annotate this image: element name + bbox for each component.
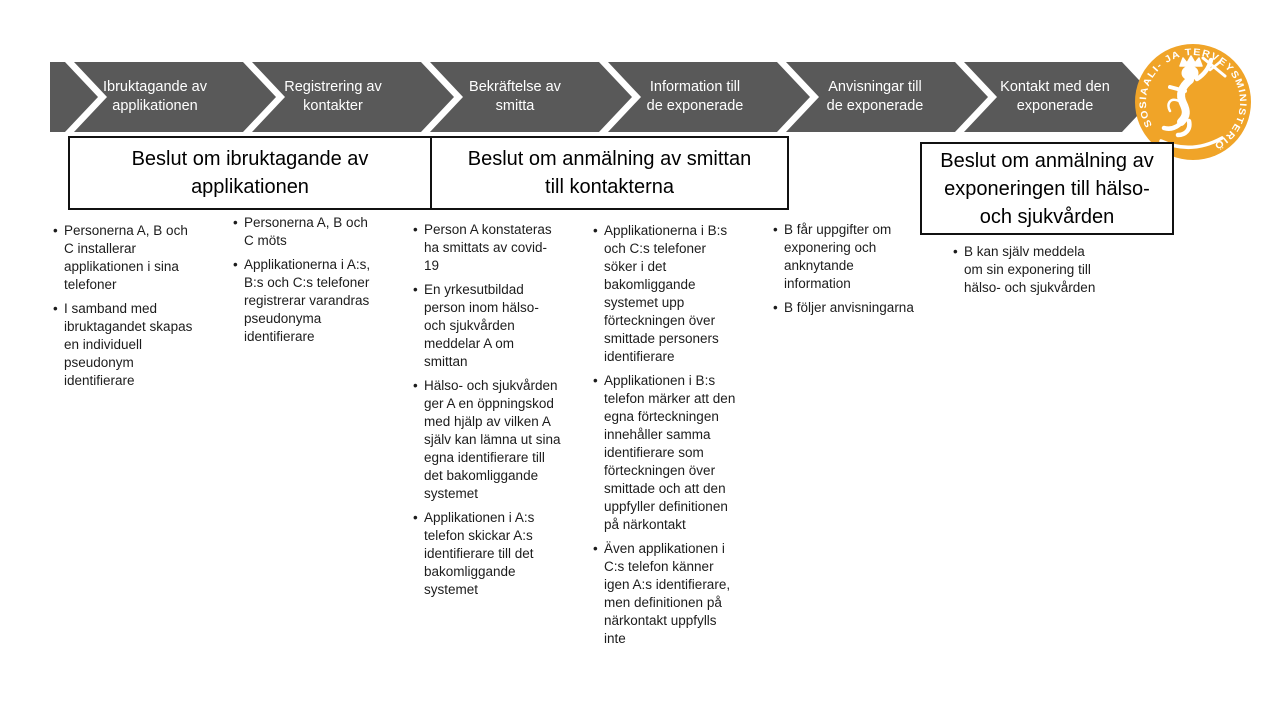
lion-arm xyxy=(1194,57,1214,82)
finnish-lion-emblem xyxy=(1159,55,1227,150)
column-6-list: B kan själv meddela om sin exponering ti… xyxy=(953,243,1101,297)
chevron-step-3-label: Bekräftelse av smitta xyxy=(469,79,561,114)
chevron-step-1-label: Ibruktagande av applikationen xyxy=(103,79,207,114)
lion-hindleg xyxy=(1161,118,1186,131)
lion-hindleg-2 xyxy=(1175,118,1192,138)
lion-crown xyxy=(1179,55,1203,67)
bullet-item: Applikationerna i A:s, B:s och C:s telef… xyxy=(233,256,381,346)
column-6: B kan själv meddela om sin exponering ti… xyxy=(953,243,1101,303)
column-1-list: Personerna A, B och C installerar applik… xyxy=(53,222,201,390)
bullet-item: B följer anvisningarna xyxy=(773,299,921,317)
chevron-step-2-label: Registrering av kontakter xyxy=(284,79,382,114)
column-5-list: B får uppgifter om exponering och anknyt… xyxy=(773,221,921,317)
bullet-item: Applikationen i A:s telefon skickar A:s … xyxy=(413,509,561,599)
bullet-item: Hälso- och sjukvården ger A en öppningsk… xyxy=(413,377,561,503)
decision-box-2: Beslut om anmälning av smittan till kont… xyxy=(430,136,789,210)
column-2-list: Personerna A, B och C möts Applikationer… xyxy=(233,214,381,346)
bullet-item: Personerna A, B och C installerar applik… xyxy=(53,222,201,294)
decision-box-3: Beslut om anmälning av exponeringen till… xyxy=(920,142,1174,235)
process-band: Ibruktagande av applikationen Registreri… xyxy=(50,62,1155,132)
chevron-step-4-label: Information till de exponerade xyxy=(646,79,744,114)
stm-logo: SOSIAALI- JA TERVEYSMINISTERIÖ xyxy=(1133,42,1253,162)
chevron-step-6-label: Kontakt med den exponerade xyxy=(1000,79,1110,114)
lion-tail xyxy=(1167,98,1181,113)
bullet-item: Applikationen i B:s telefon märker att d… xyxy=(593,372,741,534)
lion-body xyxy=(1177,76,1194,126)
bullet-item: En yrkesutbildad person inom hälso- och … xyxy=(413,281,561,371)
column-4-list: Applikationerna i B:s och C:s telefoner … xyxy=(593,222,741,648)
column-4: Applikationerna i B:s och C:s telefoner … xyxy=(593,222,741,654)
lion-head xyxy=(1181,65,1199,81)
column-2: Personerna A, B och C möts Applikationer… xyxy=(233,214,381,352)
bullet-item: Person A konstateras ha smittats av covi… xyxy=(413,221,561,275)
bullet-item: I samband med ibruktagandet skapas en in… xyxy=(53,300,201,390)
stm-logo-svg: SOSIAALI- JA TERVEYSMINISTERIÖ xyxy=(1135,44,1251,160)
lion-foreleg xyxy=(1168,85,1187,93)
bullet-item: B kan själv meddela om sin exponering ti… xyxy=(953,243,1101,297)
chevron-step-5-label: Anvisningar till de exponerade xyxy=(826,79,924,114)
decision-box-1: Beslut om ibruktagande av applikationen xyxy=(68,136,432,210)
column-3: Person A konstateras ha smittats av covi… xyxy=(413,221,561,605)
bullet-item: Applikationerna i B:s och C:s telefoner … xyxy=(593,222,741,366)
bullet-item: Personerna A, B och C möts xyxy=(233,214,381,250)
bullet-item: Även applikationen i C:s telefon känner … xyxy=(593,540,741,648)
column-5: B får uppgifter om exponering och anknyt… xyxy=(773,221,921,323)
bullet-item: B får uppgifter om exponering och anknyt… xyxy=(773,221,921,293)
column-1: Personerna A, B och C installerar applik… xyxy=(53,222,201,396)
column-3-list: Person A konstateras ha smittats av covi… xyxy=(413,221,561,599)
lion-sword-guard xyxy=(1208,60,1222,72)
